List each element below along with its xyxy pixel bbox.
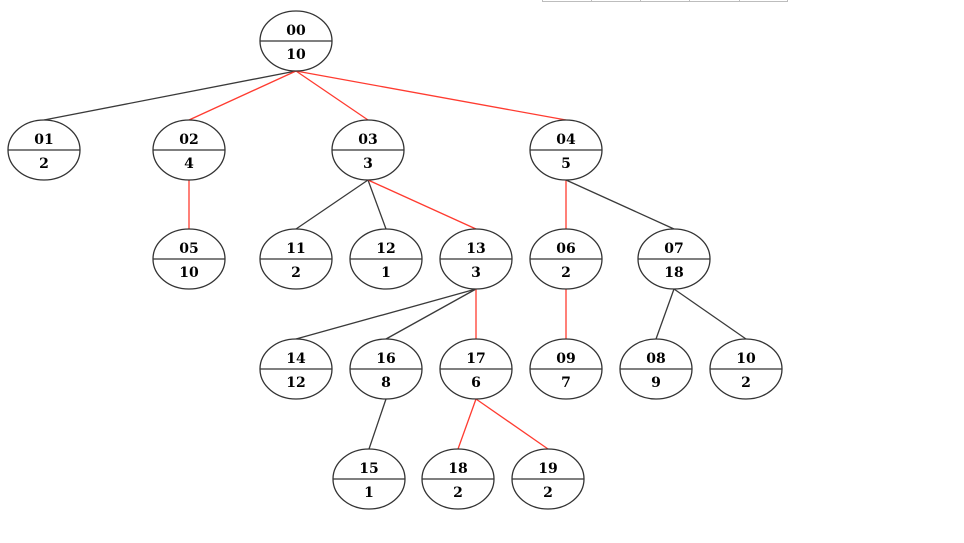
- node-id-label: 06: [556, 241, 575, 257]
- node-19: 19 2: [511, 448, 585, 510]
- node-value-label: 2: [543, 485, 553, 501]
- node-value-label: 8: [381, 375, 391, 391]
- node-value-label: 10: [286, 47, 306, 63]
- node-id-label: 01: [34, 132, 53, 148]
- edge-04-07: [565, 179, 675, 230]
- edge-16-15: [368, 398, 387, 450]
- node-id-label: 09: [556, 351, 575, 367]
- node-05: 05 10: [152, 228, 226, 290]
- node-01: 01 2: [7, 119, 81, 181]
- node-08: 08 9: [619, 338, 693, 400]
- edge-00-01: [43, 70, 297, 121]
- node-value-label: 1: [381, 265, 391, 281]
- node-10: 10 2: [709, 338, 783, 400]
- edge-00-04: [295, 70, 567, 121]
- edge-17-19: [475, 398, 549, 450]
- edge-07-08: [655, 288, 675, 340]
- node-id-label: 12: [376, 241, 395, 257]
- node-value-label: 2: [561, 265, 571, 281]
- edge-13-14: [295, 288, 477, 340]
- node-value-label: 3: [363, 156, 373, 172]
- edge-03-13: [367, 179, 477, 230]
- node-id-label: 11: [286, 241, 305, 257]
- node-15: 15 1: [332, 448, 406, 510]
- node-id-label: 08: [646, 351, 665, 367]
- node-id-label: 07: [664, 241, 683, 257]
- node-06: 06 2: [529, 228, 603, 290]
- node-02: 02 4: [152, 119, 226, 181]
- node-value-label: 2: [291, 265, 301, 281]
- node-09: 09 7: [529, 338, 603, 400]
- node-value-label: 4: [184, 156, 194, 172]
- edge-03-12: [367, 179, 387, 230]
- edge-03-11: [295, 179, 369, 230]
- node-value-label: 2: [39, 156, 49, 172]
- node-id-label: 13: [466, 241, 485, 257]
- node-value-label: 2: [453, 485, 463, 501]
- node-id-label: 16: [376, 351, 395, 367]
- node-18: 18 2: [421, 448, 495, 510]
- node-value-label: 12: [286, 375, 305, 391]
- node-11: 11 2: [259, 228, 333, 290]
- node-value-label: 6: [471, 375, 481, 391]
- node-13: 13 3: [439, 228, 513, 290]
- node-12: 12 1: [349, 228, 423, 290]
- node-id-label: 00: [286, 23, 306, 39]
- top-toolbar-strip: [542, 0, 788, 2]
- edge-00-02: [188, 70, 297, 121]
- node-id-label: 17: [466, 351, 485, 367]
- node-value-label: 9: [651, 375, 661, 391]
- nodes: 0010012024033045051011212113306207181412…: [7, 10, 783, 510]
- node-id-label: 04: [556, 132, 576, 148]
- node-id-label: 02: [179, 132, 198, 148]
- node-16: 16 8: [349, 338, 423, 400]
- edge-17-18: [457, 398, 477, 450]
- node-value-label: 7: [561, 375, 571, 391]
- node-00: 00 10: [259, 10, 333, 72]
- node-value-label: 18: [664, 265, 683, 281]
- node-04: 04 5: [529, 119, 603, 181]
- edge-07-10: [673, 288, 747, 340]
- node-17: 17 6: [439, 338, 513, 400]
- node-value-label: 5: [561, 156, 571, 172]
- node-id-label: 03: [358, 132, 377, 148]
- edge-13-16: [385, 288, 477, 340]
- edge-00-03: [295, 70, 369, 121]
- node-03: 03 3: [331, 119, 405, 181]
- node-id-label: 14: [286, 351, 306, 367]
- node-value-label: 10: [179, 265, 199, 281]
- node-07: 07 18: [637, 228, 711, 290]
- node-id-label: 10: [736, 351, 756, 367]
- node-value-label: 2: [741, 375, 751, 391]
- node-id-label: 15: [359, 461, 378, 477]
- node-14: 14 12: [259, 338, 333, 400]
- node-value-label: 3: [471, 265, 481, 281]
- edges: [43, 70, 747, 450]
- node-value-label: 1: [364, 485, 374, 501]
- node-id-label: 05: [179, 241, 198, 257]
- node-id-label: 19: [538, 461, 557, 477]
- node-id-label: 18: [448, 461, 467, 477]
